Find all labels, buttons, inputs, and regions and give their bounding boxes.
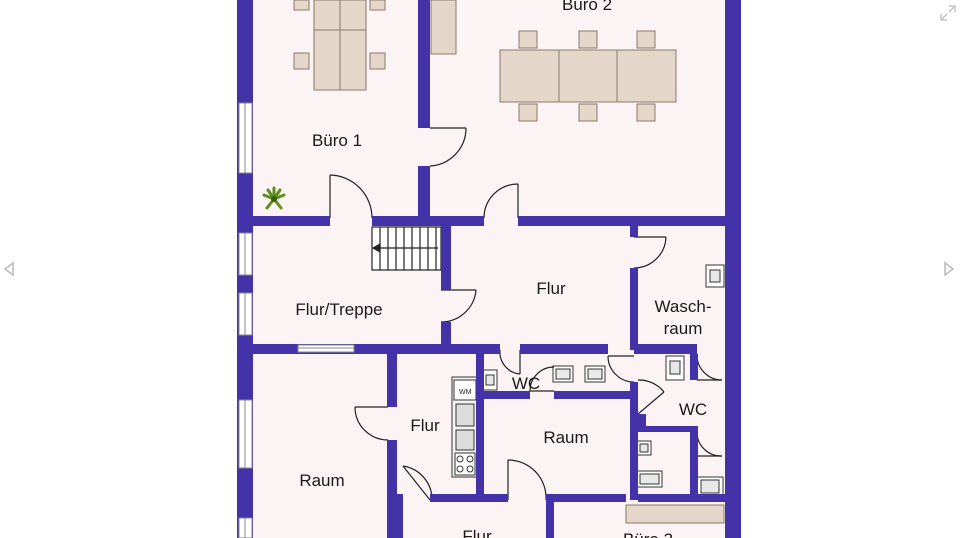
chevron-right-icon — [944, 261, 955, 277]
room-label-raum-mid: Raum — [543, 428, 588, 447]
sanitary-fixtures — [482, 264, 725, 498]
room-label-flur-mid: Flur — [536, 279, 566, 298]
room-label-buero3: Büro 3 — [623, 530, 673, 538]
desk-group-buero1 — [293, 0, 386, 91]
expand-icon — [940, 5, 956, 21]
room-label-buero2: Büro 2 — [562, 0, 612, 14]
previous-image-button[interactable] — [0, 258, 18, 280]
room-labels: Büro 1 Büro 2 Flur/Treppe Flur Wasch- ra… — [295, 0, 711, 538]
room-label-waschraum-line2: raum — [664, 319, 703, 338]
chevron-left-icon — [3, 261, 14, 277]
plant-icon — [262, 186, 286, 210]
furniture — [293, 0, 725, 524]
kitchen-appliances — [451, 376, 479, 478]
washing-machine-label: WM — [459, 389, 472, 396]
room-label-wc-right: WC — [679, 400, 707, 419]
room-label-buero1: Büro 1 — [312, 131, 362, 150]
cabinet — [430, 0, 457, 55]
room-label-raum-left: Raum — [299, 471, 344, 490]
room-label-wc-left: WC — [512, 374, 540, 393]
room-label-flur-treppe: Flur/Treppe — [295, 300, 382, 319]
room-label-waschraum-line1: Wasch- — [655, 297, 712, 316]
expand-button[interactable] — [938, 3, 958, 23]
room-label-flur-lower: Flur — [410, 416, 440, 435]
next-image-button[interactable] — [940, 258, 958, 280]
counter — [625, 504, 725, 524]
room-label-flur-bottom: Flur — [462, 527, 492, 538]
windows — [238, 102, 355, 538]
staircase — [371, 226, 442, 271]
conference-table — [499, 30, 677, 122]
